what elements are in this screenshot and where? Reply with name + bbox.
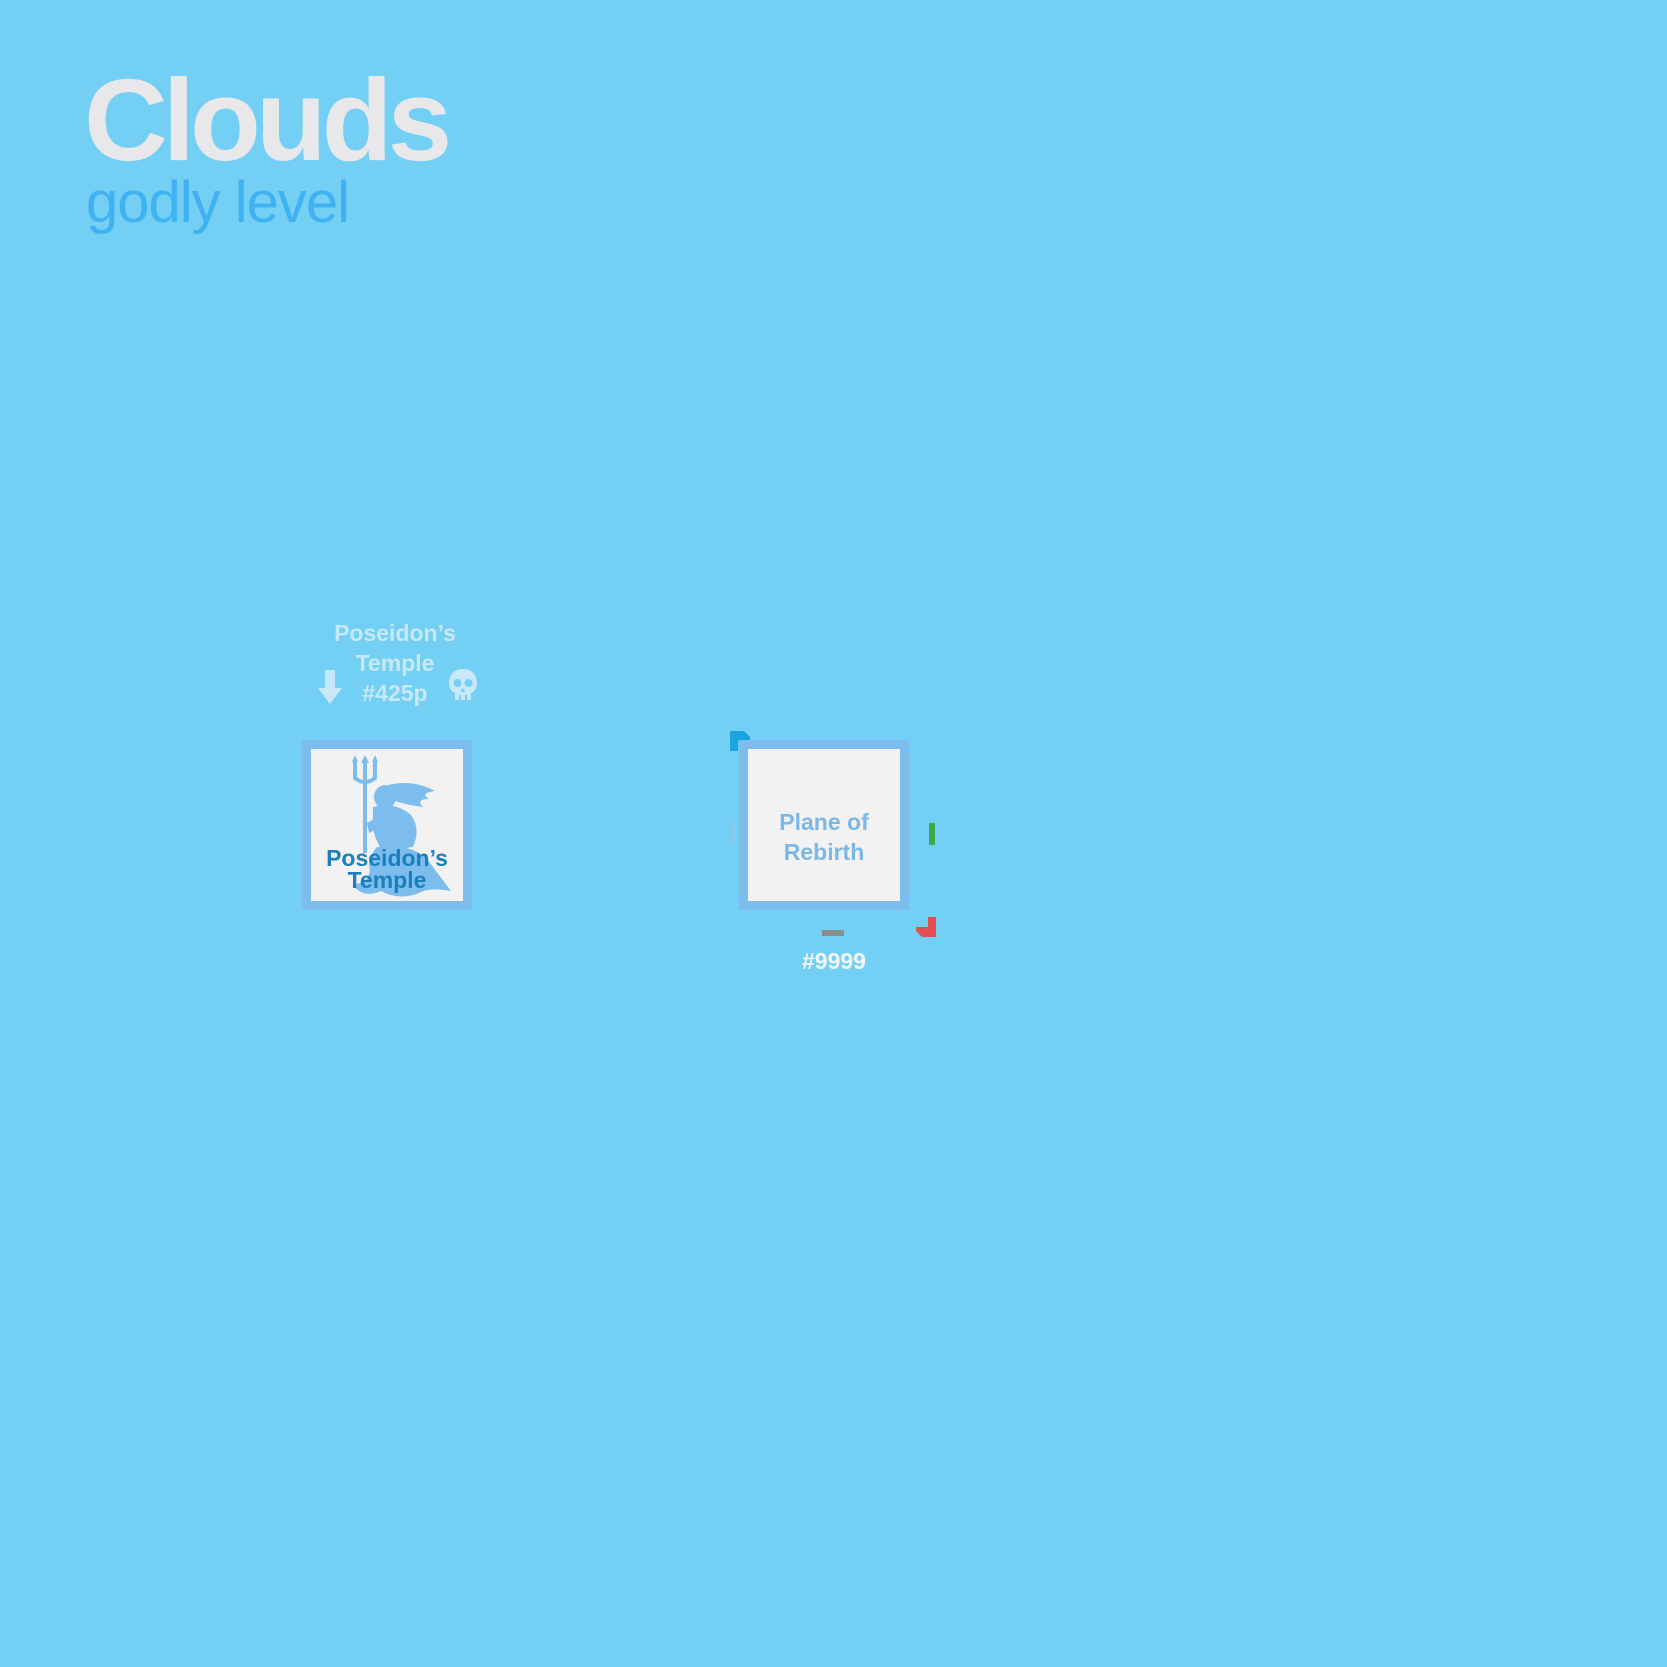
left-side-marker: [731, 823, 736, 843]
plane-of-rebirth-tile-inner: Plane of Rebirth: [748, 749, 900, 901]
green-side-marker: [929, 823, 935, 845]
level-title: Clouds: [84, 55, 452, 185]
plane-of-rebirth-label: Plane of Rebirth: [748, 807, 900, 867]
temple-info-code: #425p: [362, 680, 428, 706]
poseidon-icon: [352, 755, 451, 897]
level-subtitle: godly level: [86, 170, 350, 235]
tile-label-line: Temple: [347, 867, 427, 893]
plane-of-rebirth-tile[interactable]: Plane of Rebirth: [739, 740, 909, 910]
tile-label-line: Rebirth: [783, 839, 865, 865]
skull-icon[interactable]: [448, 668, 478, 704]
temple-info-line: Poseidon’s: [334, 620, 456, 646]
tile-label-line: Plane of: [779, 809, 869, 835]
poseidons-temple-tile[interactable]: Poseidon’s Temple: [302, 740, 472, 910]
poseidons-temple-label: Poseidon’s Temple: [311, 845, 463, 893]
gray-bottom-marker: [822, 930, 844, 936]
plane-of-rebirth-id: #9999: [802, 948, 866, 974]
poseidons-temple-tile-inner: Poseidon’s Temple: [311, 749, 463, 901]
down-arrow-icon[interactable]: [318, 670, 342, 704]
red-corner-marker: [916, 917, 936, 937]
tile-label-line: Poseidon’s: [326, 845, 448, 871]
temple-info: Poseidon’s Temple #425p: [315, 618, 475, 708]
temple-info-line: Temple: [355, 650, 435, 676]
